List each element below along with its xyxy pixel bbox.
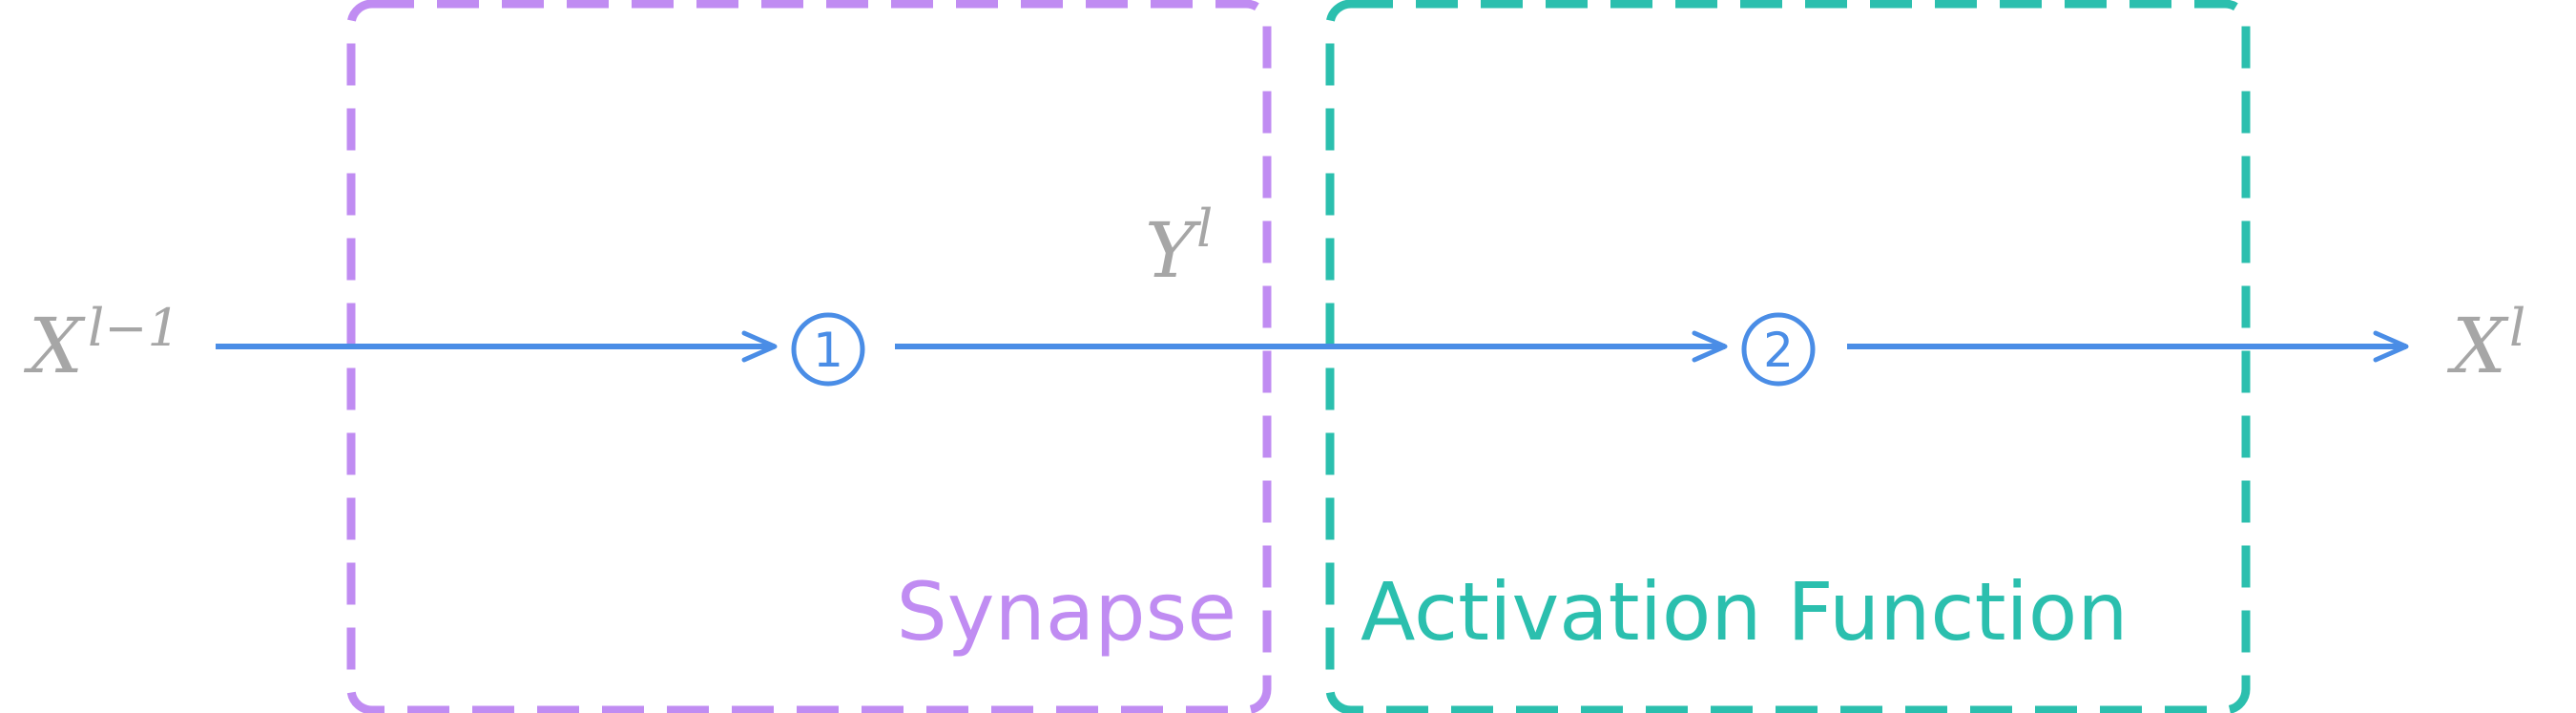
- intermediate-label: Y l: [1145, 199, 1213, 295]
- node-1-label: 1: [813, 323, 843, 378]
- synapse-box: [346, 0, 1272, 713]
- input-label: X l−1: [23, 298, 180, 390]
- node-2: 2: [1741, 312, 1816, 387]
- node-2-label: 2: [1763, 323, 1794, 378]
- activation-label: Activation Function: [1361, 565, 2129, 659]
- activation-box: [1325, 0, 2251, 713]
- synapse-label: Synapse: [896, 565, 1236, 659]
- output-label: X l: [2446, 298, 2525, 390]
- node-1: 1: [791, 312, 865, 387]
